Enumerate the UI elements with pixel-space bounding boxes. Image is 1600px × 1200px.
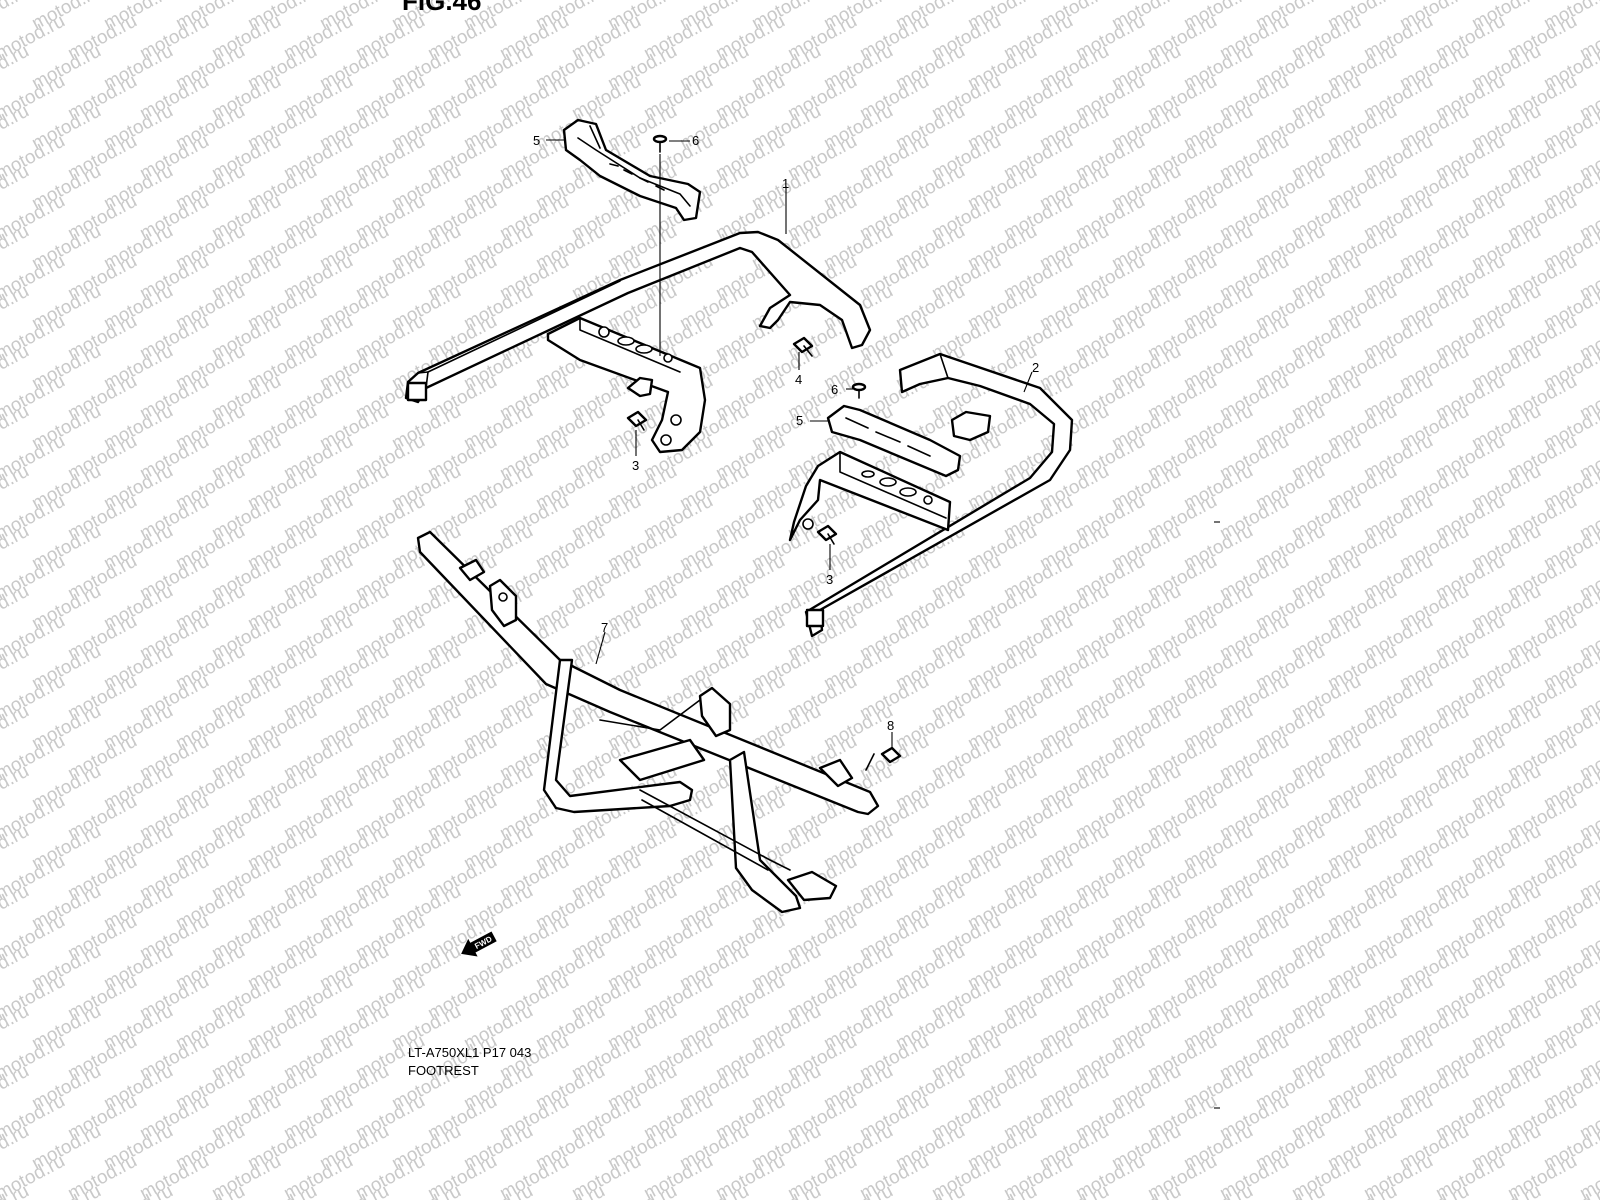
callout-2: 2 [1032,360,1039,375]
callout-8: 8 [887,718,894,733]
model-code: LT-A750XL1 P17 043 [408,1045,532,1060]
callout-1: 1 [782,176,789,191]
tube-end-cap [805,608,825,628]
figure-title: FIG.46 [402,0,481,16]
callout-6-upper: 6 [692,133,699,148]
section-title: FOOTREST [408,1063,479,1078]
callout-4: 4 [795,372,802,387]
screw-upper [652,134,668,153]
watermark-text: motod.ru [1576,0,1600,4]
callout-3-lower: 3 [826,572,833,587]
callout-5-upper: 5 [533,133,540,148]
callout-6-lower: 6 [831,382,838,397]
callout-7: 7 [601,620,608,635]
callout-3-upper: 3 [632,458,639,473]
tube-end-cap [406,381,428,402]
callout-5-lower: 5 [796,413,803,428]
